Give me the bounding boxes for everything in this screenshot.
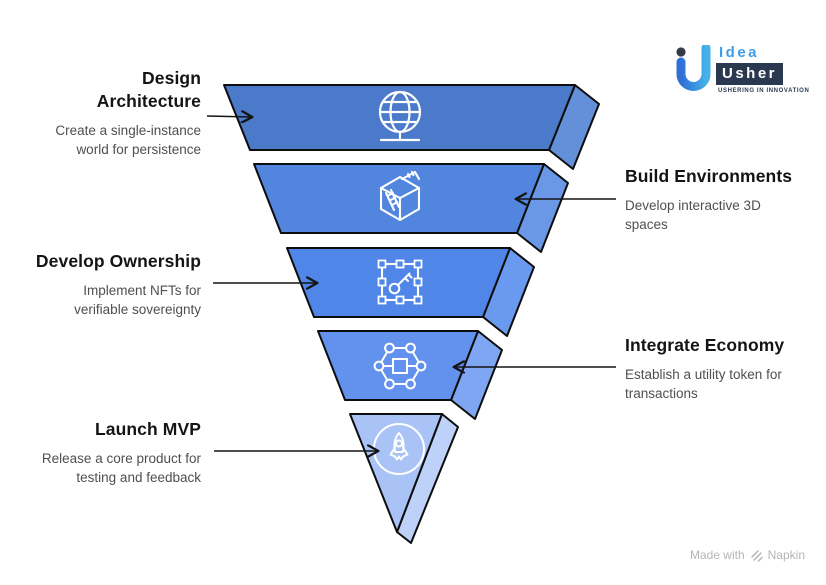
idea-usher-monogram-icon	[676, 45, 711, 91]
napkin-brand-text: Napkin	[767, 548, 805, 562]
funnel-level-1	[223, 84, 600, 170]
made-with-napkin: Made with Napkin	[690, 548, 805, 562]
level-1-front-face	[223, 84, 576, 151]
label-design-architecture: Design Architecture Create a single-inst…	[31, 67, 201, 159]
funnel-level-5	[349, 413, 459, 544]
3d-environment-icon	[379, 170, 421, 222]
step-description: Release a core product for testing and f…	[41, 451, 201, 485]
step-title: Design Architecture	[96, 68, 201, 112]
arrow-design-architecture	[206, 116, 251, 117]
funnel-level-2	[253, 163, 569, 253]
step-description: Establish a utility token for transactio…	[625, 367, 782, 401]
label-launch-mvp: Launch MVP Release a core product for te…	[19, 418, 201, 487]
made-with-text: Made with	[689, 548, 745, 562]
nft-key-icon	[377, 259, 423, 305]
logo-word-usher: Usher	[716, 63, 784, 85]
label-build-environments: Build Environments Develop interactive 3…	[625, 165, 792, 234]
logo-text: Idea Usher USHERING IN INNOVATION	[716, 45, 809, 94]
napkin-icon	[750, 549, 763, 562]
label-integrate-economy: Integrate Economy Establish a utility to…	[625, 334, 790, 403]
connector-arrows	[206, 116, 616, 451]
step-description: Develop interactive 3D spaces	[625, 198, 761, 232]
logo-word-idea: Idea	[719, 44, 760, 61]
funnel-level-3	[286, 247, 535, 337]
label-develop-ownership: Develop Ownership Implement NFTs for ver…	[36, 250, 201, 319]
step-title: Develop Ownership	[35, 251, 201, 271]
step-title: Integrate Economy	[625, 335, 785, 355]
level-3-front-face	[286, 247, 511, 318]
step-description: Create a single-instance world for persi…	[55, 123, 201, 157]
step-description: Implement NFTs for verifiable sovereignt…	[74, 283, 201, 317]
token-network-icon	[373, 342, 427, 390]
idea-usher-logo: Idea Usher USHERING IN INNOVATION	[672, 45, 809, 97]
step-title: Build Environments	[625, 166, 793, 186]
logo-tagline: USHERING IN INNOVATION	[718, 88, 810, 94]
globe-icon	[378, 90, 422, 142]
step-title: Launch MVP	[94, 419, 201, 439]
funnel-level-4	[317, 330, 503, 420]
